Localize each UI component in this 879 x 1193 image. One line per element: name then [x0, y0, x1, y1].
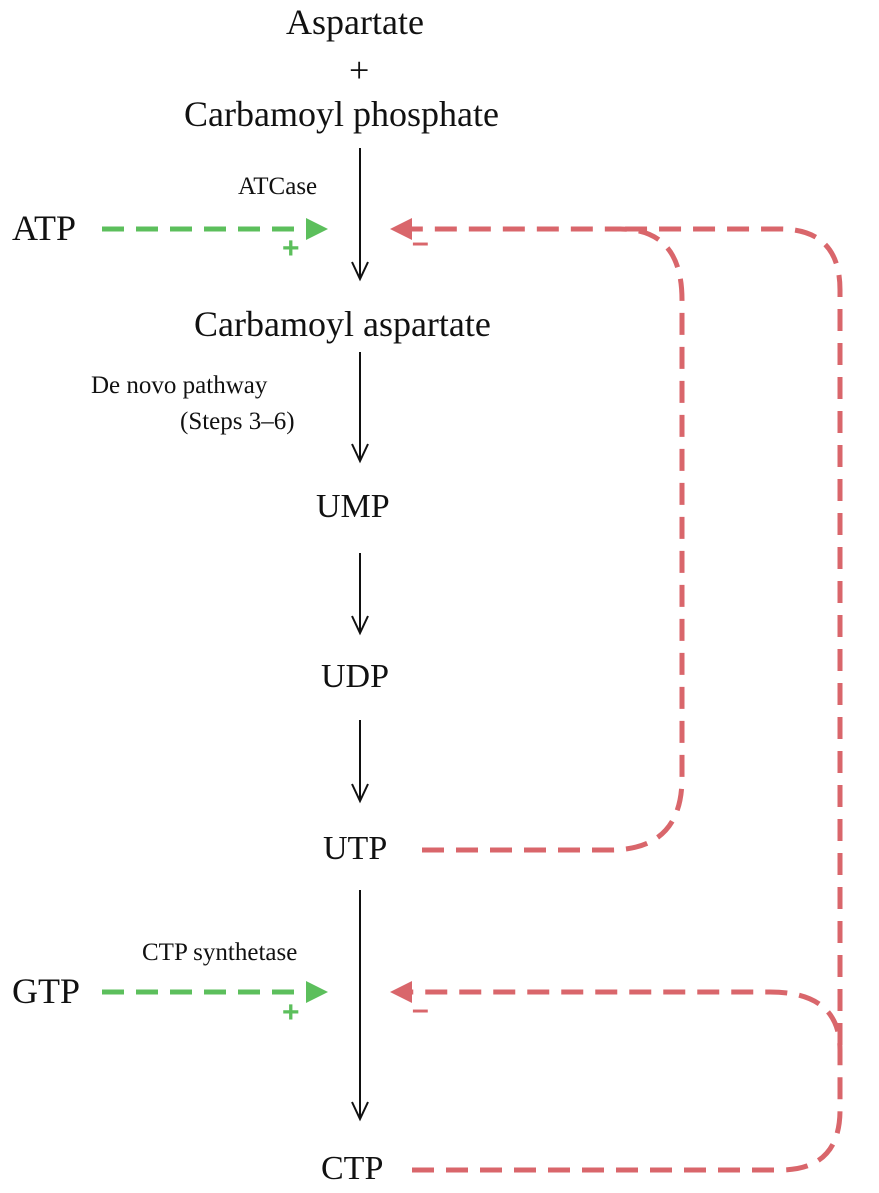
arrowhead-1: [351, 261, 369, 282]
ctp-feedback-line: [410, 989, 843, 1173]
atcase-label: ATCase: [238, 173, 318, 200]
carbamoyl-aspartate-label: Carbamoyl aspartate: [194, 304, 491, 344]
atp-label: ATP: [12, 208, 77, 248]
ctp-synthetase-minus-sign: –: [412, 993, 429, 1026]
gtp-activation-arrowhead: [306, 981, 328, 1003]
arrowhead-5: [351, 1101, 369, 1122]
atp-plus-sign: +: [282, 232, 300, 265]
gtp-label: GTP: [12, 971, 81, 1011]
de-novo-pathway-label: De novo pathway: [91, 372, 268, 399]
atcase-inhibition-arrowhead: [390, 218, 412, 240]
ctp-feedback-atcase-line: [610, 226, 843, 1045]
atp-activation-arrowhead: [306, 218, 328, 240]
udp-label: UDP: [321, 658, 390, 695]
carbamoyl-phosphate-label: Carbamoyl phosphate: [184, 94, 499, 134]
aspartate-label: Aspartate: [286, 2, 424, 42]
utp-feedback-line: [410, 226, 685, 853]
arrowhead-4: [351, 783, 369, 804]
arrowhead-3: [351, 615, 369, 636]
steps-label: (Steps 3–6): [180, 408, 295, 435]
arrowhead-2: [351, 443, 369, 464]
gtp-plus-sign: +: [282, 996, 300, 1029]
ump-label: UMP: [316, 488, 390, 525]
utp-label: UTP: [323, 830, 388, 867]
ctp-synthetase-label: CTP synthetase: [142, 939, 298, 966]
plus-label: +: [349, 50, 370, 90]
atcase-minus-sign: –: [412, 226, 429, 259]
ctp-synthetase-inhibition-arrowhead: [390, 981, 412, 1003]
ctp-label: CTP: [321, 1150, 384, 1187]
